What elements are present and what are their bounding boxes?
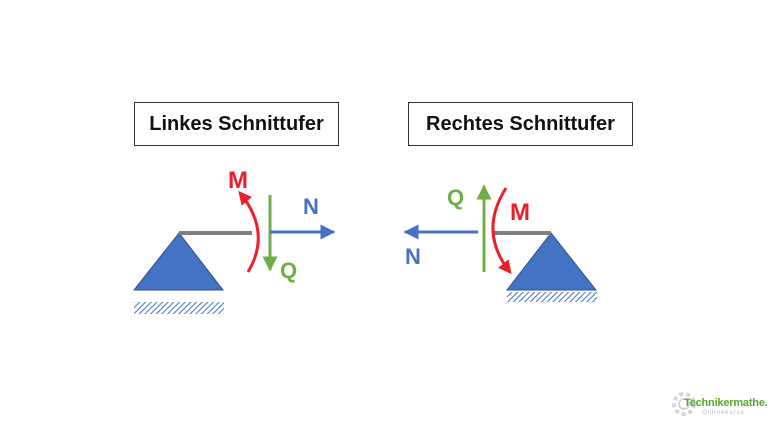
title-right-cut: Rechtes Schnittufer (408, 102, 633, 146)
left-label-q: Q (280, 258, 297, 283)
left-free-body: M N Q (132, 167, 336, 314)
title-left-text: Linkes Schnittufer (149, 112, 324, 135)
right-support-ground (507, 292, 597, 302)
title-left-cut: Linkes Schnittufer (134, 102, 339, 146)
gear-icon (672, 392, 696, 416)
right-label-m: M (510, 199, 530, 226)
right-label-q: Q (447, 185, 464, 210)
right-support-triangle (505, 232, 598, 291)
right-moment-arrow (491, 187, 512, 275)
left-support-triangle (132, 232, 225, 291)
left-label-m: M (228, 167, 248, 194)
right-free-body: Q M N (403, 184, 598, 302)
watermark-subtext: Onlinekurse (702, 410, 746, 416)
title-right-text: Rechtes Schnittufer (426, 112, 615, 135)
right-label-n: N (405, 244, 421, 269)
left-moment-arrow (238, 190, 260, 273)
watermark-text: Technikermathe.de (684, 397, 768, 409)
left-support-ground (134, 302, 224, 314)
watermark: Technikermathe.de Onlinekurse (668, 387, 768, 421)
left-label-n: N (303, 194, 319, 219)
